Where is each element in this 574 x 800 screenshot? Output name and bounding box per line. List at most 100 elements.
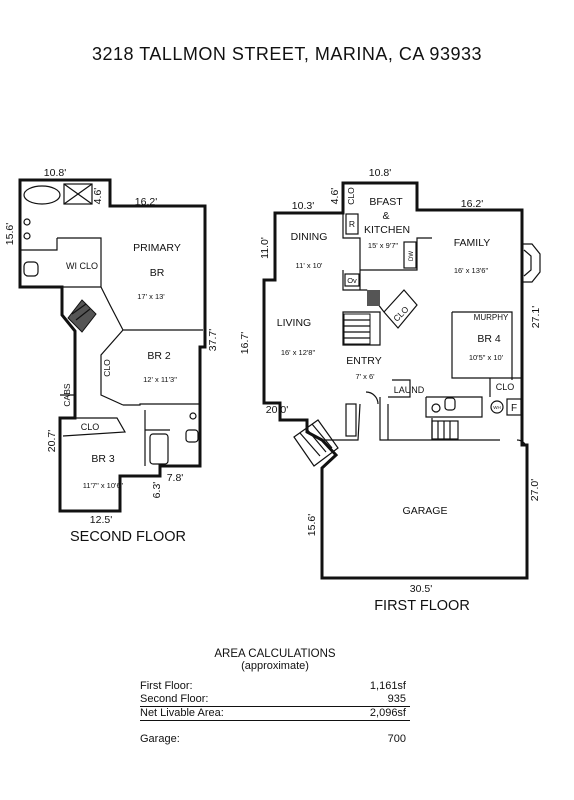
- measurement: 15.6': [4, 223, 16, 245]
- second-floor-interior-walls: [20, 237, 203, 466]
- oven-label: Ov: [347, 276, 357, 285]
- measurement: 12.5': [90, 514, 112, 526]
- stair-icon: [343, 313, 371, 345]
- measurement: 4.6': [92, 188, 104, 205]
- furnace-icon: [506, 398, 522, 416]
- br2-label: BR 2: [147, 350, 171, 362]
- shower-icon: [63, 183, 93, 205]
- area-header: AREA CALCULATIONS: [214, 648, 336, 660]
- living-label: LIVING: [277, 317, 311, 329]
- second-floor-plan: PRIMARY BR 17' x 13' WI CLO BR 2 12' x 1…: [4, 167, 219, 545]
- entry-label: ENTRY: [346, 355, 381, 367]
- stair-icon: [431, 420, 459, 440]
- area-row-label: First Floor:: [140, 680, 193, 692]
- door-icon: [516, 439, 528, 451]
- bfast-kitchen-label-1: BFAST: [369, 196, 403, 208]
- closet-label: CLO: [496, 382, 515, 392]
- primary-br-label-2: BR: [150, 267, 165, 279]
- first-floor-interior-walls: [322, 213, 522, 441]
- area-row-value: 700: [387, 733, 406, 745]
- measurement: 27.1': [530, 306, 542, 328]
- area-row-value: 935: [387, 693, 406, 705]
- measurement: 30.5': [410, 583, 432, 595]
- dining-label: DINING: [291, 231, 328, 243]
- first-floor-outer-wall: [262, 181, 529, 580]
- br4-dimensions: 10'5" x 10': [469, 353, 504, 362]
- measurement: 27.0': [529, 479, 541, 501]
- first-floor-label: FIRST FLOOR: [374, 598, 470, 614]
- closet-label: CLO: [102, 359, 112, 377]
- area-row: Net Livable Area: 2,096sf: [140, 707, 410, 721]
- furnace-label: F: [511, 403, 517, 414]
- garage-label: GARAGE: [403, 505, 448, 517]
- bathtub-icon: [23, 185, 61, 205]
- toilet-icon: [444, 397, 456, 411]
- br3-dimensions: 11'7" x 10'6": [83, 481, 124, 490]
- closet-label: CLO: [391, 304, 411, 324]
- closet-label: CLO: [346, 187, 356, 205]
- area-subheader: (approximate): [241, 660, 309, 672]
- sink-icon: [23, 232, 31, 240]
- kitchen-dimensions: 15' x 9'7": [368, 241, 398, 250]
- measurement: 11.0': [259, 237, 271, 259]
- sink-icon: [23, 218, 31, 226]
- range-icon: [345, 213, 359, 235]
- br2-dimensions: 12' x 11'3": [143, 375, 177, 384]
- measurement: 20.7': [46, 430, 58, 452]
- area-row-value: 1,161sf: [369, 680, 406, 692]
- measurement: 4.6': [329, 188, 341, 205]
- shelf-icon: [345, 403, 357, 437]
- stair-icon: [293, 419, 339, 467]
- bfast-kitchen-label-2: &: [382, 210, 389, 222]
- dining-dimensions: 11' x 10': [296, 261, 323, 270]
- measurement: 15.6': [306, 514, 318, 536]
- refrigerator-label: R: [349, 219, 355, 229]
- toilet-icon: [185, 429, 199, 443]
- living-dimensions: 16' x 12'8": [281, 348, 316, 357]
- first-floor-plan: BFAST & KITCHEN 15' x 9'7" CLO R DW Ov D…: [239, 167, 542, 614]
- br4-label: BR 4: [477, 333, 501, 345]
- measurement: 10.3': [292, 200, 314, 212]
- br3-label: BR 3: [91, 453, 115, 465]
- oven-icon: [344, 273, 360, 287]
- second-floor-outer-wall: [18, 178, 207, 513]
- closet-label: CLO: [81, 422, 100, 432]
- family-label: FAMILY: [454, 237, 491, 249]
- water-heater-icon: [490, 400, 504, 414]
- dishwasher-icon: [403, 241, 417, 269]
- area-row: Garage: 700: [140, 733, 410, 746]
- sink-icon: [189, 412, 197, 420]
- second-floor-label: SECOND FLOOR: [70, 529, 186, 545]
- page-title: 3218 TALLMON STREET, MARINA, CA 93933: [92, 44, 482, 64]
- laundry-label: LAUND: [394, 385, 425, 395]
- primary-br-dimensions: 17' x 13': [137, 292, 165, 301]
- fireplace-icon: [522, 243, 541, 283]
- measurement: 16.7': [239, 332, 251, 354]
- measurement: 16.2': [461, 198, 483, 210]
- measurement: 10.8': [44, 167, 66, 179]
- area-calculations: AREA CALCULATIONS (approximate) First Fl…: [140, 648, 410, 746]
- primary-br-label-1: PRIMARY: [133, 242, 181, 254]
- sink-icon: [431, 403, 441, 413]
- area-row-label: Net Livable Area:: [140, 707, 224, 719]
- bathtub-icon: [149, 433, 169, 465]
- measurement: 7.8': [167, 472, 184, 484]
- toilet-icon: [23, 261, 39, 277]
- measurement: 16.2': [135, 196, 157, 208]
- water-heater-label: WH: [493, 405, 501, 410]
- measurement: 37.7': [207, 329, 219, 351]
- measurement: 20.0': [266, 404, 288, 416]
- bfast-kitchen-label-3: KITCHEN: [364, 224, 410, 236]
- area-row: First Floor: 1,161sf: [140, 680, 410, 693]
- measurement: 6.3': [151, 482, 163, 499]
- wiclo-label: WI CLO: [66, 261, 98, 271]
- area-row: Second Floor: 935: [140, 693, 410, 707]
- area-row-label: Garage:: [140, 733, 180, 745]
- family-dimensions: 16' x 13'6": [454, 266, 489, 275]
- dishwasher-label: DW: [409, 251, 415, 261]
- cabs-label: CABS: [62, 383, 72, 406]
- stair-icon: [67, 299, 97, 333]
- door-icon: [365, 391, 379, 405]
- measurement: 10.8': [369, 167, 391, 179]
